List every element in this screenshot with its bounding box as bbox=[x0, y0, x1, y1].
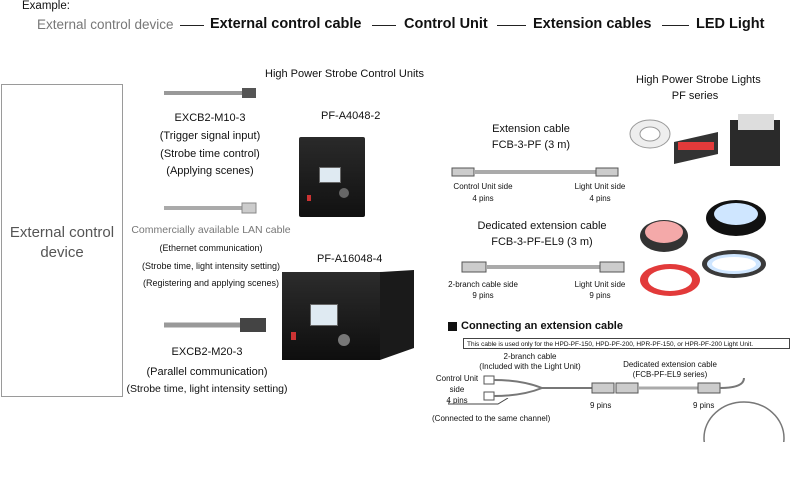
example-label: Example: bbox=[22, 0, 70, 12]
ext-cable-title: Extension cable bbox=[492, 123, 570, 135]
pins-a: 9 pins bbox=[590, 401, 612, 410]
branch-label-1: 2-branch cable bbox=[503, 352, 557, 361]
ded-cable-title: Dedicated extension cable bbox=[477, 220, 607, 232]
cable-m10-image bbox=[164, 88, 256, 98]
connect-heading: Connecting an extension cable bbox=[461, 320, 623, 332]
ded-right-label: Light Unit side bbox=[574, 280, 626, 289]
chain-ext: Extension cables bbox=[533, 16, 652, 32]
cable-m20-line: (Parallel communication) bbox=[146, 366, 268, 378]
dedicated-label-1: Dedicated extension cable bbox=[623, 360, 717, 369]
pins-b: 9 pins bbox=[693, 401, 715, 410]
control-unit-b-image bbox=[282, 272, 380, 360]
chain-device: External control device bbox=[37, 17, 174, 32]
ext-cable-image bbox=[451, 167, 619, 177]
lan-cable-image bbox=[164, 202, 257, 214]
ded-cable-model: FCB-3-PF-EL9 (3 m) bbox=[491, 236, 593, 248]
connect-note: This cable is used only for the HPD-PF-1… bbox=[463, 338, 790, 349]
ded-left-label: 2-branch cable side bbox=[448, 280, 518, 289]
control-unit-a-image bbox=[299, 137, 365, 217]
cu-side-3: 4 pins bbox=[446, 396, 468, 405]
chain-connector bbox=[662, 25, 689, 26]
ext-left-label: Control Unit side bbox=[453, 182, 513, 191]
cable-m20-line: (Strobe time, light intensity setting) bbox=[126, 383, 288, 395]
cable-m10-model: EXCB2-M10-3 bbox=[174, 112, 246, 124]
lan-cable-line: (Strobe time, light intensity setting) bbox=[141, 261, 281, 271]
lan-cable-line: (Ethernet communication) bbox=[159, 243, 263, 253]
cable-m10-line: (Trigger signal input) bbox=[159, 130, 261, 142]
cable-m20-image bbox=[164, 318, 266, 332]
same-channel-label: (Connected to the same channel) bbox=[432, 414, 551, 423]
ext-right-pins: 4 pins bbox=[589, 194, 611, 203]
lan-cable-title: Commercially available LAN cable bbox=[131, 224, 291, 236]
ext-left-pins: 4 pins bbox=[472, 194, 494, 203]
chain-connector bbox=[497, 25, 526, 26]
external-device-label: External control device bbox=[9, 224, 115, 261]
connection-diagram bbox=[483, 375, 785, 442]
branch-leader-lines bbox=[448, 398, 509, 405]
chain-light: LED Light bbox=[696, 16, 765, 32]
cable-m10-line: (Strobe time control) bbox=[160, 148, 260, 160]
control-unit-b-side bbox=[380, 270, 414, 360]
chain-cable: External control cable bbox=[210, 16, 362, 32]
ded-cable-image bbox=[461, 261, 625, 273]
unit-a-model: PF-A4048-2 bbox=[321, 110, 381, 122]
cable-m20-model: EXCB2-M20-3 bbox=[171, 346, 243, 358]
ded-right-pins: 9 pins bbox=[589, 291, 611, 300]
units-heading: High Power Strobe Control Units bbox=[265, 68, 424, 80]
ded-left-pins: 9 pins bbox=[472, 291, 494, 300]
ext-right-label: Light Unit side bbox=[574, 182, 626, 191]
external-device-box: External control device bbox=[1, 84, 123, 397]
lan-cable-line: (Registering and applying scenes) bbox=[142, 278, 280, 288]
cu-side-1: Control Unit bbox=[435, 374, 479, 383]
unit-b-model: PF-A16048-4 bbox=[317, 253, 383, 265]
chain-connector bbox=[180, 25, 204, 26]
cu-side-2: side bbox=[449, 385, 465, 394]
cable-m10-line: (Applying scenes) bbox=[166, 165, 254, 177]
lights-heading-2: PF series bbox=[671, 90, 719, 102]
dedicated-label-2: (FCB-PF-EL9 series) bbox=[632, 370, 708, 379]
ext-cable-model: FCB-3-PF (3 m) bbox=[491, 139, 571, 151]
branch-label-2: (Included with the Light Unit) bbox=[479, 362, 581, 371]
chain-connector bbox=[372, 25, 396, 26]
chain-unit: Control Unit bbox=[404, 16, 488, 32]
led-lights-image bbox=[629, 114, 780, 296]
section-marker bbox=[448, 322, 457, 331]
lights-heading-1: High Power Strobe Lights bbox=[636, 74, 761, 86]
